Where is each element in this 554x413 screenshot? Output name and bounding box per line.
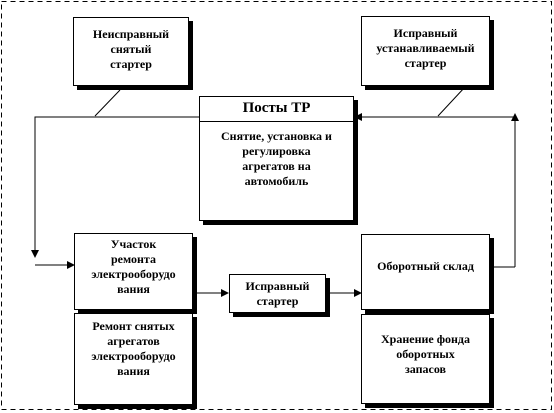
fund-storage-box: Хранение фонда оборотных запасов xyxy=(361,314,490,404)
revolving-warehouse-label: Оборотный склад xyxy=(377,259,474,273)
faulty-starter-label: Неисправный снятый стартер xyxy=(92,27,170,71)
working-starter-installed-label: Исправный устанавливаемый стартер xyxy=(376,26,475,70)
repair-area-box: Участок ремонта электрооборудо вания xyxy=(74,233,193,310)
connector-working-starter-diagonal xyxy=(437,86,466,117)
posts-tr-title: Посты ТР xyxy=(242,100,311,116)
posts-tr-box: Посты ТР Снятие, установка и регулировка… xyxy=(199,96,354,221)
repair-units-label: Ремонт снятых агрегатов электрооборудо в… xyxy=(91,319,176,378)
revolving-warehouse-box: Оборотный склад xyxy=(361,234,490,310)
posts-tr-divider xyxy=(199,121,354,122)
connector-posts-to-left-down xyxy=(31,116,199,258)
fund-storage-label: Хранение фонда оборотных запасов xyxy=(380,332,471,376)
working-starter-installed-box: Исправный устанавливаемый стартер xyxy=(361,16,490,86)
repair-units-box: Ремонт снятых агрегатов электрооборудо в… xyxy=(74,313,193,405)
working-starter-label: Исправный стартер xyxy=(245,279,310,308)
connector-faulty-starter-diagonal xyxy=(94,89,121,117)
faulty-starter-box: Неисправный снятый стартер xyxy=(73,17,189,86)
working-starter-box: Исправный стартер xyxy=(229,274,326,313)
repair-area-label: Участок ремонта электрооборудо вания xyxy=(91,237,176,296)
posts-tr-description: Снятие, установка и регулировка агрегато… xyxy=(221,129,332,188)
